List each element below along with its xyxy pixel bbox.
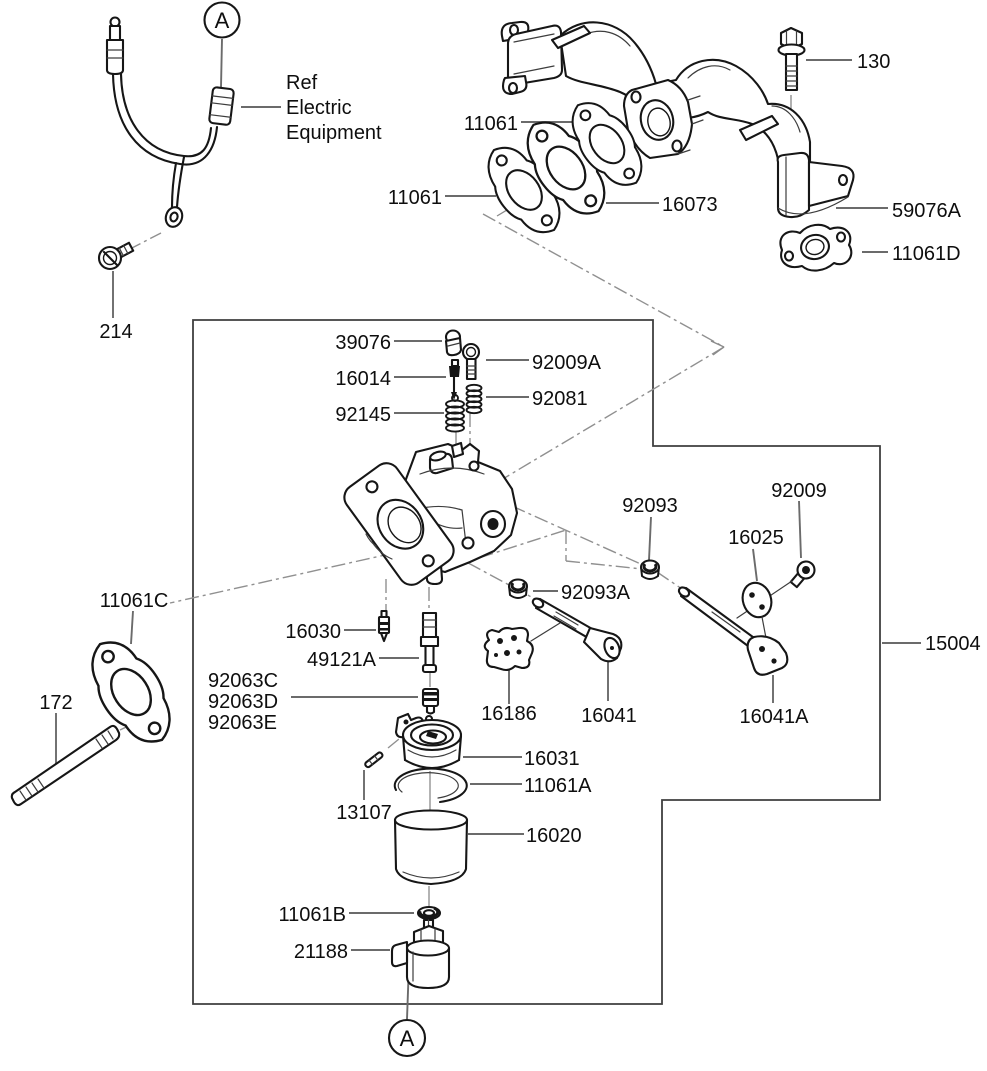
part-label-16030: 16030 <box>285 621 341 643</box>
part-label-11061-left: 11061 <box>388 187 442 209</box>
part-label-16186: 16186 <box>481 703 537 725</box>
shaft-16041A-drawing <box>677 586 789 676</box>
part-label-13107: 13107 <box>336 802 392 824</box>
nozzle-49121A-drawing <box>419 611 440 674</box>
part-label-92093A: 92093A <box>561 582 631 604</box>
valve-16025-drawing <box>736 580 793 619</box>
part-label-11061D: 11061D <box>892 243 961 265</box>
part-label-16041: 16041 <box>581 705 637 727</box>
assembly-box-outline <box>192 319 881 1005</box>
part-labels: Ref Electric Equipment 214 130 11061 110… <box>39 51 980 963</box>
part-label-92145: 92145 <box>335 404 391 426</box>
part-label-92063E: 92063E <box>208 712 277 734</box>
ref-note-line-3: Equipment <box>286 122 382 144</box>
part-label-11061-top: 11061 <box>464 113 518 135</box>
view-marker-a-top: A <box>203 1 241 39</box>
carburetor-body-drawing <box>343 441 519 586</box>
manifold-59076A-drawing <box>500 20 855 219</box>
part-label-92081: 92081 <box>532 388 588 410</box>
float-16031-drawing <box>394 712 463 770</box>
stud-172-drawing <box>10 724 121 807</box>
ref-note-line-2: Electric <box>286 97 352 119</box>
screw-214-drawing <box>97 241 135 271</box>
part-label-92009A: 92009A <box>532 352 602 374</box>
part-label-214: 214 <box>99 321 132 343</box>
gasket-11061A-drawing <box>393 767 468 804</box>
part-label-16025: 16025 <box>728 527 784 549</box>
view-marker-a-bottom-label: A <box>400 1026 415 1051</box>
jet-92063-drawing <box>421 687 440 715</box>
part-label-16041A: 16041A <box>740 706 810 728</box>
part-label-15004: 15004 <box>925 633 981 655</box>
part-label-21188: 21188 <box>294 941 348 963</box>
part-label-172: 172 <box>39 692 72 714</box>
part-label-92009: 92009 <box>771 480 827 502</box>
spring-92145-drawing <box>445 394 465 433</box>
spring-92081-drawing <box>465 383 483 415</box>
gasket-11061C-drawing <box>73 626 189 758</box>
valve-16030-drawing <box>377 609 391 643</box>
ref-note-line-1: Ref <box>286 72 318 94</box>
part-label-11061B: 11061B <box>279 904 346 926</box>
gasket-16186-drawing <box>483 622 561 672</box>
part-label-16014: 16014 <box>335 368 391 390</box>
screw-92009-drawing <box>789 560 816 589</box>
view-marker-a-top-label: A <box>215 8 230 33</box>
needle-16014-drawing <box>449 358 460 400</box>
pin-13107-drawing <box>364 751 384 769</box>
fitting-39076-drawing <box>444 329 463 357</box>
grommet-92093-drawing <box>639 559 661 581</box>
chamber-16020-drawing <box>393 809 469 886</box>
part-label-92093: 92093 <box>622 495 678 517</box>
part-label-16020: 16020 <box>526 825 582 847</box>
part-label-16031: 16031 <box>524 748 580 770</box>
leader-lines <box>55 38 921 1020</box>
part-label-16073: 16073 <box>662 194 718 216</box>
part-label-130: 130 <box>857 51 890 73</box>
part-label-11061C: 11061C <box>100 590 169 612</box>
bolt-130-drawing <box>777 26 806 92</box>
washer-11061B-drawing <box>416 905 442 921</box>
grommet-92093A-drawing <box>507 578 529 600</box>
shaft-16041-drawing <box>531 597 623 663</box>
part-label-92063D: 92063D <box>208 691 278 713</box>
part-label-59076A: 59076A <box>892 200 962 222</box>
part-label-11061A: 11061A <box>524 775 592 797</box>
gasket-11061D-drawing <box>779 223 853 272</box>
part-label-92063C: 92063C <box>208 670 278 692</box>
part-label-39076: 39076 <box>335 332 391 354</box>
screw-92009A-drawing <box>461 342 481 381</box>
wire-harness-drawing <box>105 16 235 228</box>
part-label-49121A: 49121A <box>307 649 377 671</box>
valve-21188-drawing <box>390 918 451 990</box>
view-marker-a-bottom: A <box>387 1018 427 1058</box>
connector-drawing <box>208 86 235 126</box>
